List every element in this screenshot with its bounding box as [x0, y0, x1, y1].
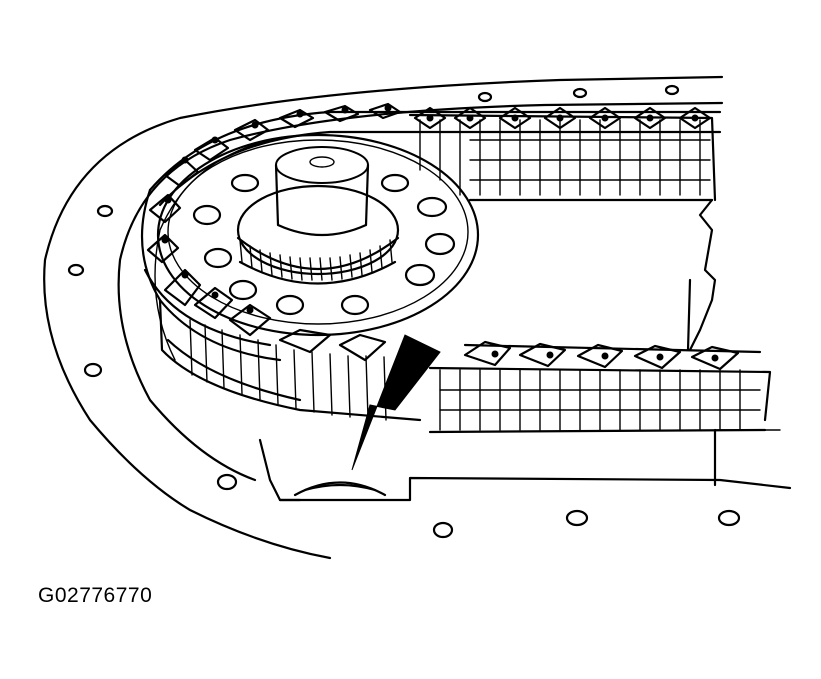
housing-cover [43, 75, 792, 560]
timing-chain-lower-run [428, 340, 772, 434]
figure-id-label: G02776770 [38, 584, 153, 607]
timing-chain-upper-run [408, 106, 717, 352]
camshaft-sprocket [156, 133, 480, 337]
cover-bolt-holes [67, 84, 741, 539]
timing-chain-sprocket-wrap [140, 102, 722, 422]
arrow-pointer [351, 334, 441, 471]
